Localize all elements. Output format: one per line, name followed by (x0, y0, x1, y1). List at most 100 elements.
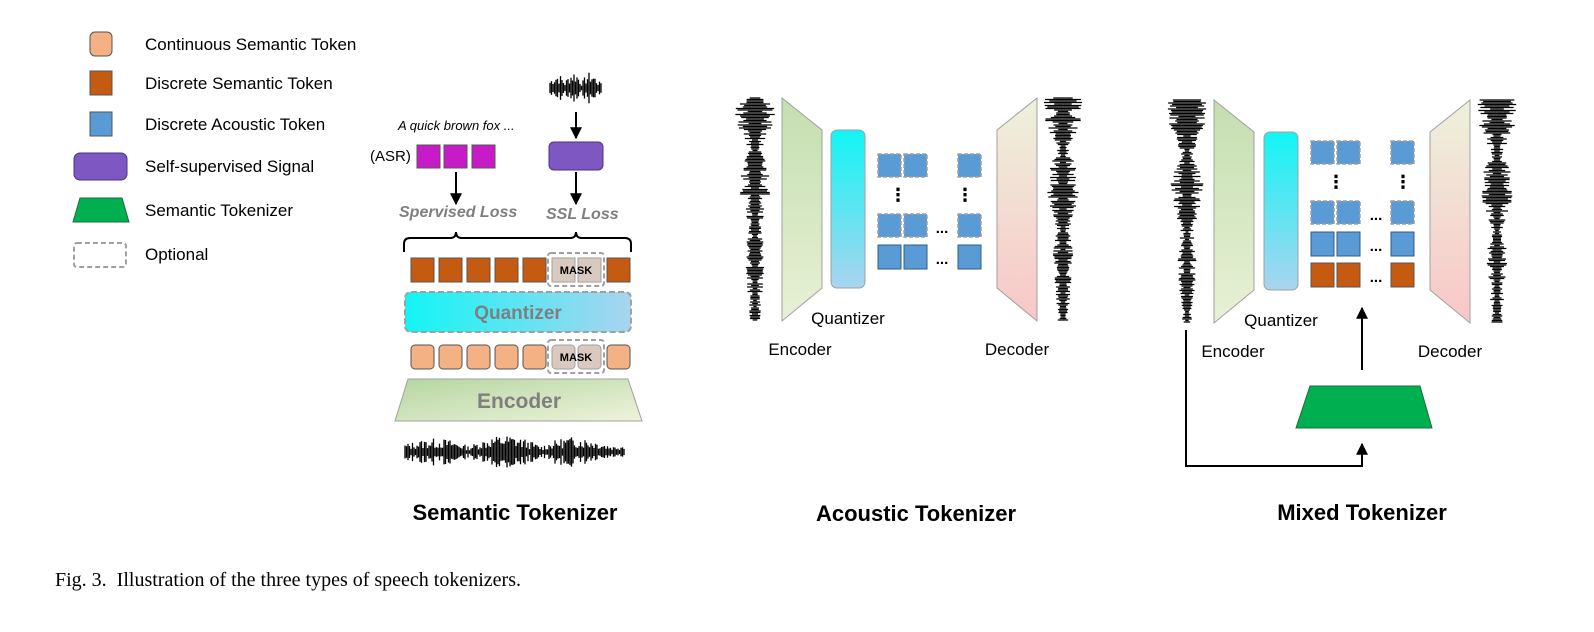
acoustic-token-optional (1310, 140, 1335, 165)
discrete-semantic-token (1310, 262, 1335, 288)
self-supervised-signal-icon (73, 152, 128, 181)
encoder-block (394, 378, 643, 422)
encoder-label: Encoder (768, 340, 832, 359)
loss-brace (403, 231, 632, 252)
discrete-semantic-token (606, 257, 631, 283)
discrete-acoustic-token-icon (89, 111, 113, 137)
continuous-semantic-token (466, 344, 491, 370)
acoustic-token-optional (1310, 200, 1335, 225)
quantizer-label: Quantizer (811, 309, 885, 328)
quantizer-label: Quantizer (1244, 311, 1318, 330)
discrete-semantic-token (466, 257, 491, 283)
quantizer-label: Quantizer (474, 303, 562, 324)
mask-optional-box (547, 339, 605, 374)
legend-label-semantic-tokenizer: Semantic Tokenizer (145, 201, 293, 220)
continuous-semantic-token-icon (89, 31, 113, 57)
figure-caption: Fig. 3. Illustration of the three types … (55, 569, 521, 591)
mask-token (577, 257, 602, 283)
asr-token (443, 144, 468, 169)
discrete-semantic-token (410, 257, 435, 283)
acoustic-token-optional (903, 213, 928, 238)
legend: Continuous Semantic Token Discrete Seman… (72, 31, 356, 268)
horizontal-ellipsis: ... (936, 220, 949, 237)
acoustic-token (1336, 231, 1361, 257)
input-routing-line (1185, 330, 1368, 467)
acoustic-token-optional (1390, 200, 1415, 225)
quantizer-block (404, 291, 632, 333)
horizontal-ellipsis: ... (936, 251, 949, 268)
optional-dashed-box-icon (73, 242, 127, 268)
waveform-input (1167, 99, 1207, 323)
waveform-output (1477, 99, 1517, 323)
acoustic-token-optional (877, 153, 902, 178)
acoustic-tokenizer-panel: ⋮ ⋮ ... ... Quantizer Encoder Decoder Ac… (735, 96, 1082, 526)
legend-label-continuous: Continuous Semantic Token (145, 35, 356, 54)
discrete-semantic-token (494, 257, 519, 283)
acoustic-token (957, 244, 982, 270)
vertical-ellipsis: ⋮ (956, 185, 974, 205)
acoustic-token (877, 244, 902, 270)
horizontal-ellipsis: ... (1370, 207, 1383, 224)
mask-token (577, 344, 602, 370)
horizontal-ellipsis: ... (1370, 238, 1383, 255)
continuous-semantic-token (522, 344, 547, 370)
horizontal-ellipsis: ... (1370, 269, 1383, 286)
mask-label: MASK (560, 352, 592, 364)
legend-label-ssl: Self-supervised Signal (145, 157, 314, 176)
semantic-tokenizer-panel: A quick brown fox ... (ASR) Spervised Lo… (370, 72, 643, 525)
panel-title: Acoustic Tokenizer (816, 501, 1017, 526)
legend-label-optional: Optional (145, 245, 208, 264)
asr-label: (ASR) (370, 148, 411, 165)
acoustic-token-optional (1336, 140, 1361, 165)
self-supervised-signal-box (548, 141, 604, 171)
encoder-block (1213, 98, 1255, 325)
semantic-tokenizer-block (1295, 385, 1433, 429)
acoustic-token-optional (1336, 200, 1361, 225)
quantizer-block (1263, 131, 1299, 291)
asr-token (416, 144, 441, 169)
decoder-block (996, 96, 1038, 323)
acoustic-token (1390, 231, 1415, 257)
acoustic-token (903, 244, 928, 270)
supervised-loss-label: Spervised Loss (399, 204, 517, 221)
acoustic-token-optional (1390, 140, 1415, 165)
legend-label-discrete-acoustic: Discrete Acoustic Token (145, 115, 325, 134)
waveform-output (1044, 97, 1082, 321)
acoustic-token-optional (957, 153, 982, 178)
waveform-input (404, 436, 625, 468)
waveform-input (735, 97, 775, 321)
continuous-semantic-token (606, 344, 631, 370)
mask-label: MASK (560, 265, 592, 277)
acoustic-token-optional (957, 213, 982, 238)
panel-title: Mixed Tokenizer (1277, 500, 1447, 525)
semantic-tokenizer-icon (72, 197, 130, 223)
quantizer-block (830, 129, 866, 289)
decoder-label: Decoder (985, 340, 1050, 359)
discrete-semantic-token (1336, 262, 1361, 288)
discrete-semantic-token (522, 257, 547, 283)
waveform-ssl-input (549, 72, 602, 104)
vertical-ellipsis: ⋮ (1394, 172, 1412, 192)
continuous-semantic-token (410, 344, 435, 370)
acoustic-token-optional (903, 153, 928, 178)
encoder-label: Encoder (477, 390, 561, 413)
discrete-semantic-token (438, 257, 463, 283)
decoder-block (1429, 98, 1471, 325)
mixed-tokenizer-panel: ⋮ ⋮ ... ... ... Quantizer Encoder Decode… (1167, 98, 1517, 525)
encoder-block (781, 96, 823, 323)
decoder-label: Decoder (1418, 342, 1483, 361)
mask-token (551, 257, 576, 283)
discrete-semantic-token (1390, 262, 1415, 288)
acoustic-token-optional (877, 213, 902, 238)
continuous-semantic-token (494, 344, 519, 370)
ssl-loss-label: SSL Loss (546, 206, 619, 223)
encoder-label: Encoder (1201, 342, 1265, 361)
asr-token (471, 144, 496, 169)
panel-title: Semantic Tokenizer (413, 500, 618, 525)
vertical-ellipsis: ⋮ (1327, 172, 1345, 192)
legend-label-discrete-semantic: Discrete Semantic Token (145, 74, 333, 93)
acoustic-token (1310, 231, 1335, 257)
asr-transcript-text: A quick brown fox ... (397, 118, 515, 133)
mask-optional-box (547, 252, 605, 287)
